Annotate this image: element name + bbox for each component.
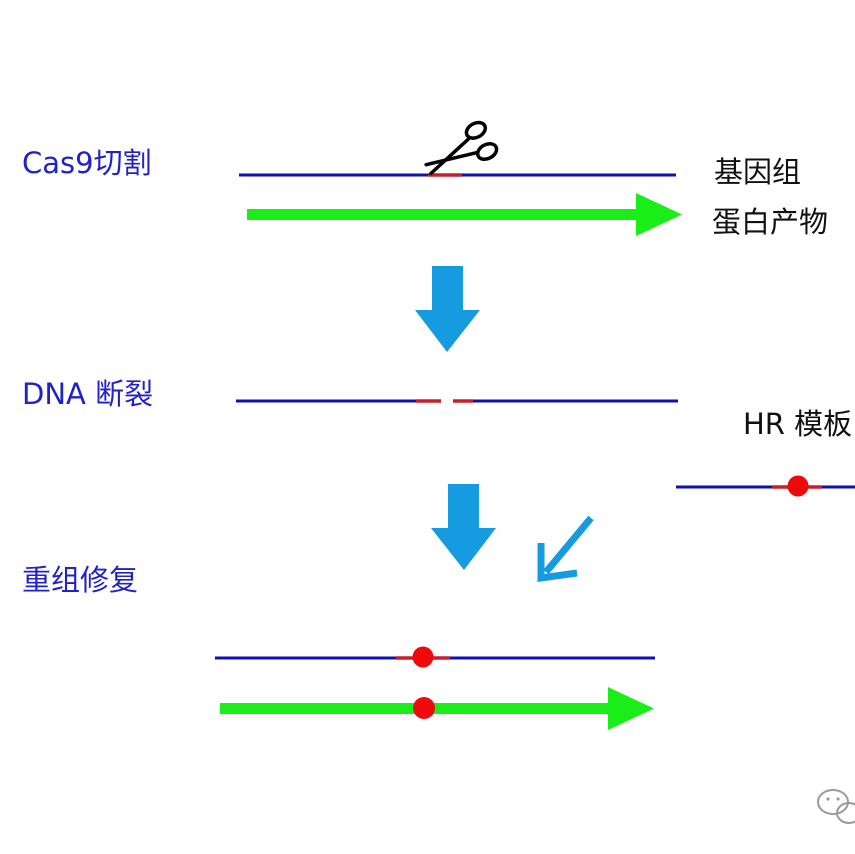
label-genome: 基因组 (714, 155, 802, 189)
protein-arrow-top (247, 193, 682, 236)
step-label-cut: Cas9切割 (22, 146, 152, 180)
process-arrow-down-2 (431, 484, 496, 570)
wechat-icon (817, 789, 855, 824)
step-label-break: DNA 断裂 (22, 377, 154, 411)
label-protein: 蛋白产物 (712, 205, 829, 239)
protein-arrow-bottom (220, 687, 654, 730)
label-hr-template: HR 模板 (743, 407, 853, 441)
repaired-mutation-dot (412, 646, 434, 668)
process-arrow-down-1 (415, 266, 480, 352)
protein-mutation-dot (413, 697, 435, 719)
step-label-repair: 重组修复 (22, 563, 139, 597)
scissors-icon (424, 120, 499, 176)
hr-template-mutation-dot (787, 475, 809, 497)
template-insert-arrow (537, 515, 594, 583)
